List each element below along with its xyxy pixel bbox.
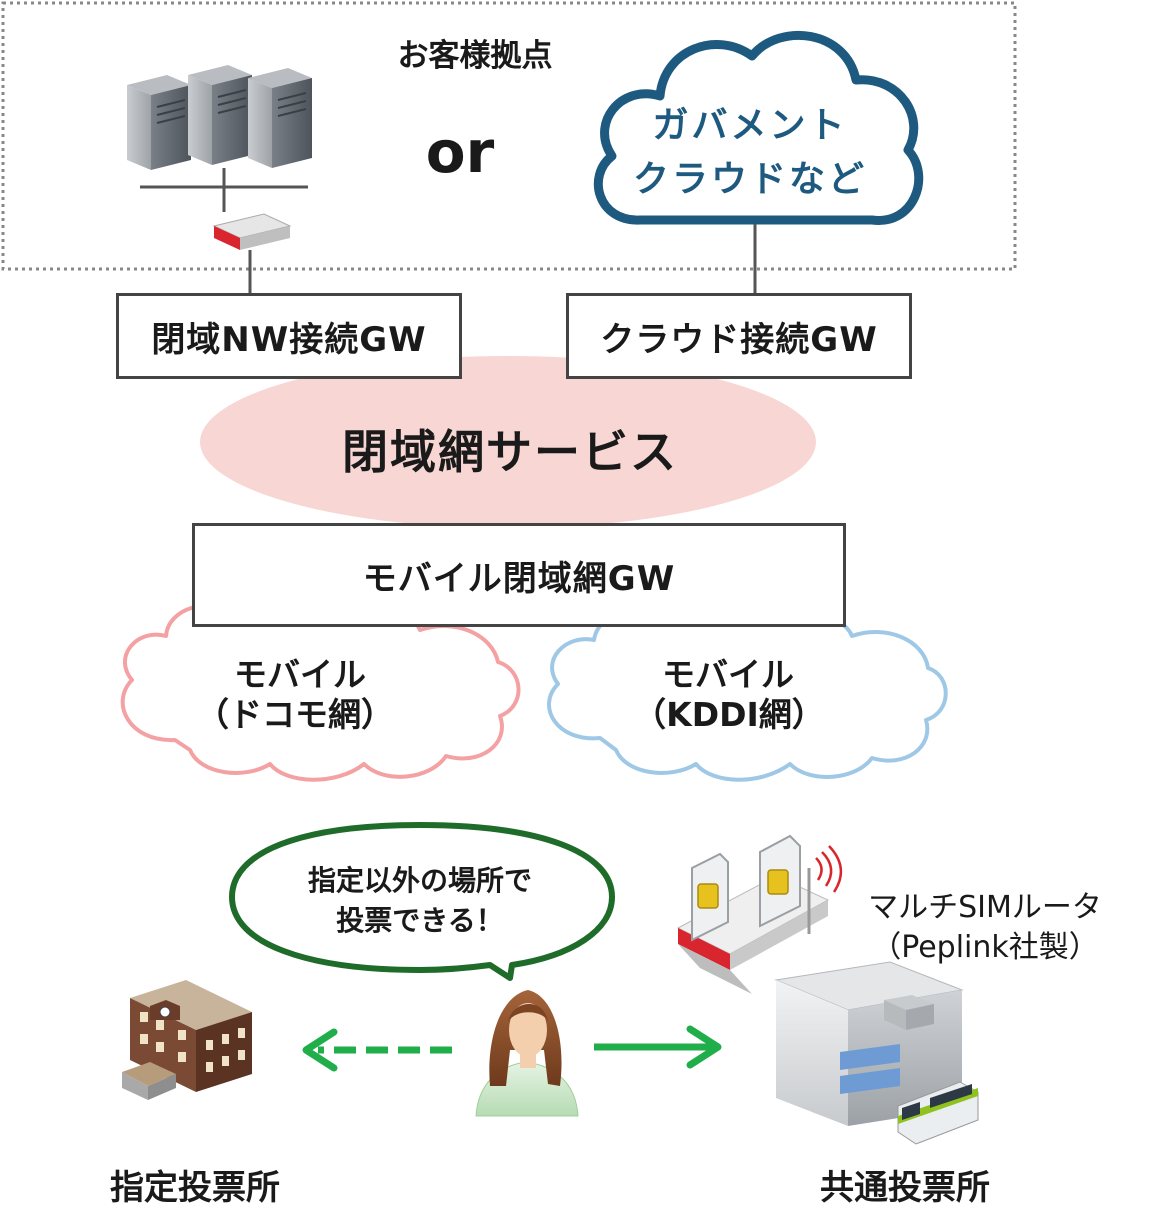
school-building-icon [122,980,252,1100]
kddi-line1: モバイル [662,655,794,694]
or-label: or [425,118,495,186]
kddi-line2: （KDDI網） [633,695,825,734]
docomo-cloud-icon [120,596,521,782]
person-icon [475,990,579,1117]
closed-network-service-label: 閉域網サービス [342,425,678,479]
router-label-line1: マルチSIMルータ [868,890,1102,925]
train-icon [897,1081,979,1145]
gov-cloud-line2: クラウドなど [632,159,867,200]
customer-site-title: お客様拠点 [397,38,553,74]
arrow-right-icon [594,1025,722,1069]
wifi-signal-icon [807,845,843,934]
mobile-gateway-box: モバイル閉域網GW [192,523,846,627]
router-label-line2: （Peplink社製） [871,930,1099,965]
dashed-arrow-left-icon [302,1028,452,1072]
closed-network-oval [200,356,816,528]
customer-site-boundary [1,1,1017,271]
closed-nw-gateway-label: 閉域NW接続GW [151,319,427,360]
cloud-gateway-label: クラウド接続GW [600,319,878,360]
speech-bubble [229,822,615,981]
speech-line1: 指定以外の場所で [307,864,532,897]
router-icon [212,213,292,250]
common-station-label: 共通投票所 [820,1168,990,1208]
mobile-gateway-label: モバイル閉域網GW [362,558,676,599]
kddi-cloud-icon [547,600,948,782]
docomo-line1: モバイル [234,655,366,694]
closed-nw-gateway-box: 閉域NW接続GW [116,293,462,379]
gov-cloud-line1: ガバメント [652,105,848,146]
designated-station-label: 指定投票所 [110,1168,280,1208]
speech-line2: 投票できる！ [336,904,504,937]
sim-card-icon [691,834,801,942]
docomo-line2: （ドコモ網） [196,695,394,734]
cloud-gateway-box: クラウド接続GW [566,293,912,379]
server-rack-icon [127,65,312,170]
cloud-icon [593,30,924,225]
